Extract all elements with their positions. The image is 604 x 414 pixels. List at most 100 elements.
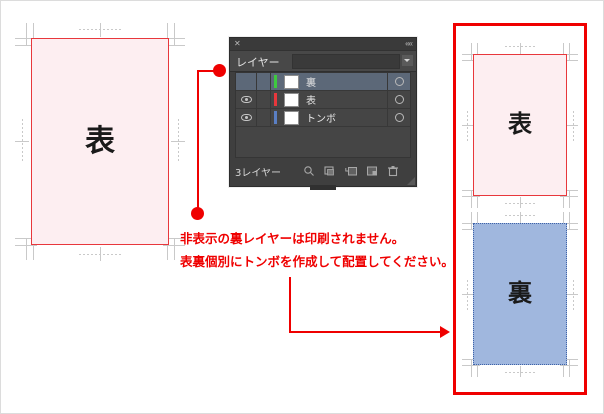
layer-thumbnail [279, 73, 303, 90]
arrow-segment-horizontal [289, 331, 441, 333]
callout-line-vertical [197, 70, 199, 215]
annotation-line-2: 表裏個別にトンボを作成して配置してください。 [180, 254, 454, 269]
crop-mark [471, 212, 472, 230]
crop-mark [26, 238, 27, 260]
arrow-segment-vertical [289, 277, 291, 333]
annotation-text: 非表示の裏レイヤーは印刷されません。 表裏個別にトンボを作成して配置してください… [180, 227, 454, 273]
layer-row[interactable]: 表 [236, 91, 410, 109]
center-mark [573, 280, 574, 310]
crop-mark [471, 43, 472, 61]
crop-mark [477, 43, 478, 61]
center-mark [520, 43, 521, 54]
crop-mark [462, 229, 480, 230]
delete-layer-icon[interactable] [387, 165, 399, 177]
crop-mark [174, 238, 175, 260]
center-mark [22, 119, 23, 161]
artboard-front-small: 表 [473, 54, 567, 196]
target-circle-icon[interactable] [387, 91, 410, 108]
panel-footer: 3レイヤー [235, 161, 411, 181]
center-mark [520, 197, 521, 208]
panel-search-field[interactable] [292, 54, 400, 69]
layer-row[interactable]: 裏 [236, 73, 410, 91]
layer-list-empty-area [236, 127, 410, 158]
make-clipping-mask-icon[interactable] [324, 165, 336, 177]
crop-mark [15, 45, 37, 46]
crop-mark [33, 238, 34, 260]
artboard-front-small-label: 表 [508, 111, 532, 138]
panel-collapse-icon[interactable]: «« [405, 39, 413, 48]
crop-mark [15, 245, 37, 246]
eye-icon [241, 96, 252, 103]
callout-dot-icon [191, 207, 204, 220]
layer-visibility-toggle[interactable] [236, 109, 257, 126]
artboard-front-face: 表 [31, 38, 169, 245]
callout-line-horizontal [197, 70, 215, 72]
layer-name[interactable]: トンボ [306, 114, 336, 125]
layer-color-swatch [271, 91, 279, 108]
panel-resize-grip[interactable] [406, 176, 415, 185]
center-mark [567, 294, 578, 295]
center-mark [520, 212, 521, 223]
new-sublayer-icon[interactable] [345, 165, 357, 177]
eye-icon [241, 114, 252, 121]
panel-menu-icon[interactable] [402, 55, 413, 66]
layer-lock-toggle[interactable] [257, 109, 271, 126]
layer-visibility-toggle[interactable] [236, 91, 257, 108]
layer-name[interactable]: 裏 [306, 78, 316, 89]
crop-mark [569, 359, 570, 377]
artboard-front-small-face: 表 [473, 54, 567, 196]
panel-footer-tools [303, 165, 411, 177]
artboard-back-small-label: 裏 [508, 280, 532, 307]
crop-mark [477, 359, 478, 377]
crop-mark [167, 23, 168, 45]
center-mark [462, 294, 473, 295]
crop-mark [462, 365, 480, 366]
crop-mark [471, 190, 472, 208]
crop-mark [563, 43, 564, 61]
crop-mark [471, 359, 472, 377]
close-icon[interactable]: ✕ [234, 39, 241, 48]
center-mark [462, 125, 473, 126]
crop-mark [563, 359, 564, 377]
crop-mark [477, 212, 478, 230]
arrow-right-icon [289, 277, 450, 339]
panel-bottom-tab[interactable] [310, 185, 336, 190]
center-mark [573, 111, 574, 141]
crop-mark [33, 23, 34, 45]
artboard-back-small: 裏 [473, 223, 567, 365]
center-mark [467, 111, 468, 141]
center-mark [178, 119, 179, 161]
crop-mark [563, 190, 564, 208]
crop-mark [569, 190, 570, 208]
locate-object-icon[interactable] [303, 165, 315, 177]
center-mark [520, 366, 521, 377]
layer-thumbnail [279, 91, 303, 108]
layer-visibility-toggle[interactable] [236, 73, 257, 90]
center-mark [100, 23, 101, 37]
artboard-front: 表 [31, 38, 169, 245]
center-mark [567, 125, 578, 126]
center-mark [15, 141, 29, 142]
crop-mark [174, 23, 175, 45]
layer-list[interactable]: 裏 表 [235, 72, 411, 158]
target-circle-icon[interactable] [387, 73, 410, 90]
center-mark [171, 141, 185, 142]
layer-count-label: 3レイヤー [235, 167, 282, 179]
panel-tab-bar[interactable]: ✕ «« [230, 38, 416, 51]
layer-lock-toggle[interactable] [257, 73, 271, 90]
layer-name[interactable]: 表 [306, 96, 316, 107]
center-mark [467, 280, 468, 310]
panel-title-bar[interactable]: レイヤー [230, 51, 416, 72]
annotation-line-1: 非表示の裏レイヤーは印刷されません。 [180, 231, 405, 246]
target-circle-icon[interactable] [387, 109, 410, 126]
new-layer-icon[interactable] [366, 165, 378, 177]
layer-row[interactable]: トンボ [236, 109, 410, 127]
crop-mark [569, 43, 570, 61]
layer-lock-toggle[interactable] [257, 91, 271, 108]
layers-panel[interactable]: ✕ «« レイヤー 裏 [229, 37, 417, 190]
crop-mark [167, 238, 168, 260]
crop-mark [163, 45, 185, 46]
layer-color-swatch [271, 109, 279, 126]
arrow-head [440, 326, 450, 338]
